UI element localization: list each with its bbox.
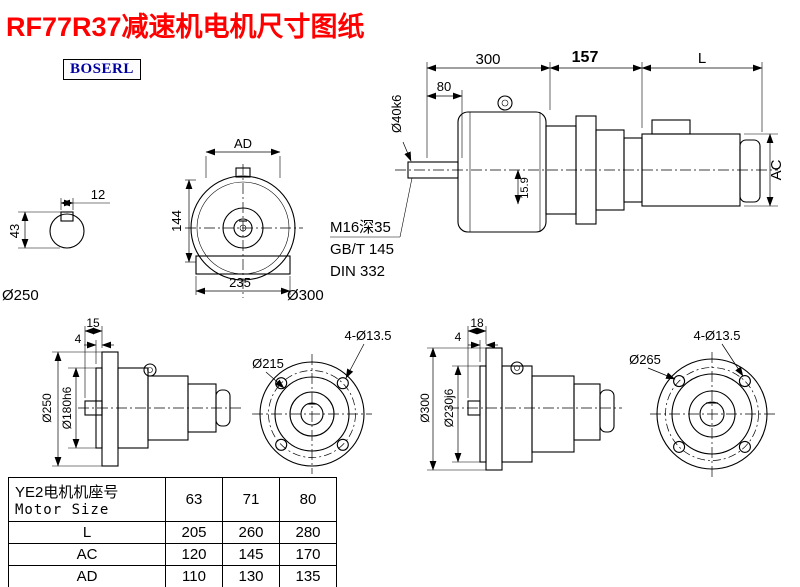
dim-od-300: Ø300: [418, 393, 432, 423]
table-header-motor-size: YE2电机机座号 Motor Size: [8, 477, 166, 522]
dim-144: 144: [169, 210, 184, 232]
dim-shaft-key-height: 43: [7, 224, 22, 238]
size-71: 71: [222, 477, 280, 522]
dim-od-250: Ø250: [40, 393, 54, 423]
label-flange-300: Ø300: [287, 287, 324, 304]
row-label-AD: AD: [8, 565, 166, 587]
label-bolt-holes-right: 4-Ø13.5: [694, 328, 741, 343]
dim-235: 235: [229, 275, 251, 290]
dim-spigot-230: Ø230j6: [442, 388, 456, 427]
label-flange-250: Ø250: [2, 287, 39, 304]
dim-157: 157: [572, 49, 599, 66]
main-side-view: 300 157 L 80 Ø40k6 AC 15.9 M16深35 GB/T 1…: [330, 49, 785, 280]
flange300-front-view: 4-Ø13.5 Ø265: [629, 328, 776, 478]
flange250-front-view: 4-Ø13.5 Ø215: [252, 328, 391, 474]
value-L-71: 260: [222, 521, 280, 544]
value-L-63: 205: [165, 521, 223, 544]
flange250-side-view: 15 4 Ø250 Ø180h6: [40, 316, 242, 467]
value-AC-71: 145: [222, 543, 280, 566]
dim-L: L: [698, 50, 706, 67]
dim-18: 18: [470, 316, 484, 330]
dim-300: 300: [475, 51, 500, 68]
value-AD-80: 135: [279, 565, 337, 587]
row-label-AC: AC: [8, 543, 166, 566]
value-AD-63: 110: [165, 565, 223, 587]
dim-key-height: 15.9: [519, 177, 531, 198]
gearbox-front-view: AD 144 235 Ø300: [169, 136, 324, 304]
size-80: 80: [279, 477, 337, 522]
standard-din: DIN 332: [330, 263, 385, 280]
shaft-section-view: 12 43 Ø250: [2, 187, 110, 304]
value-AC-80: 170: [279, 543, 337, 566]
dim-4-left: 4: [75, 332, 82, 346]
flange300-side-view: 18 4 Ø300 Ø230j6: [418, 316, 622, 471]
table-header-en: Motor Size: [15, 502, 110, 518]
thread-note: M16深35: [330, 219, 391, 236]
table-row: YE2电机机座号 Motor Size 63 71 80: [8, 477, 337, 522]
label-bolt-circle-215: Ø215: [252, 356, 284, 371]
dim-AC: AC: [768, 159, 785, 180]
dim-15: 15: [86, 316, 100, 330]
value-AC-63: 120: [165, 543, 223, 566]
size-63: 63: [165, 477, 223, 522]
dim-spigot-180: Ø180h6: [60, 386, 74, 429]
table-row: L 205 260 280: [8, 521, 337, 544]
dim-key-width: 12: [91, 187, 105, 202]
table-row: AC 120 145 170: [8, 543, 337, 566]
row-label-L: L: [8, 521, 166, 544]
dim-4-right: 4: [455, 330, 462, 344]
dim-80: 80: [437, 79, 451, 94]
motor-size-table: YE2电机机座号 Motor Size 63 71 80 L 205 260 2…: [8, 477, 337, 587]
brand-logo: BOSERL: [63, 59, 141, 80]
label-bolt-circle-265: Ø265: [629, 352, 661, 367]
page-title: RF77R37减速机电机尺寸图纸: [6, 12, 365, 42]
table-header-cn: YE2电机机座号: [15, 484, 119, 501]
dim-shaft-diameter: Ø40k6: [389, 95, 404, 133]
table-row: AD 110 130 135: [8, 565, 337, 587]
dim-AD: AD: [234, 136, 252, 151]
label-bolt-holes-left: 4-Ø13.5: [345, 328, 392, 343]
value-AD-71: 130: [222, 565, 280, 587]
value-L-80: 280: [279, 521, 337, 544]
standard-gbt: GB/T 145: [330, 241, 394, 258]
